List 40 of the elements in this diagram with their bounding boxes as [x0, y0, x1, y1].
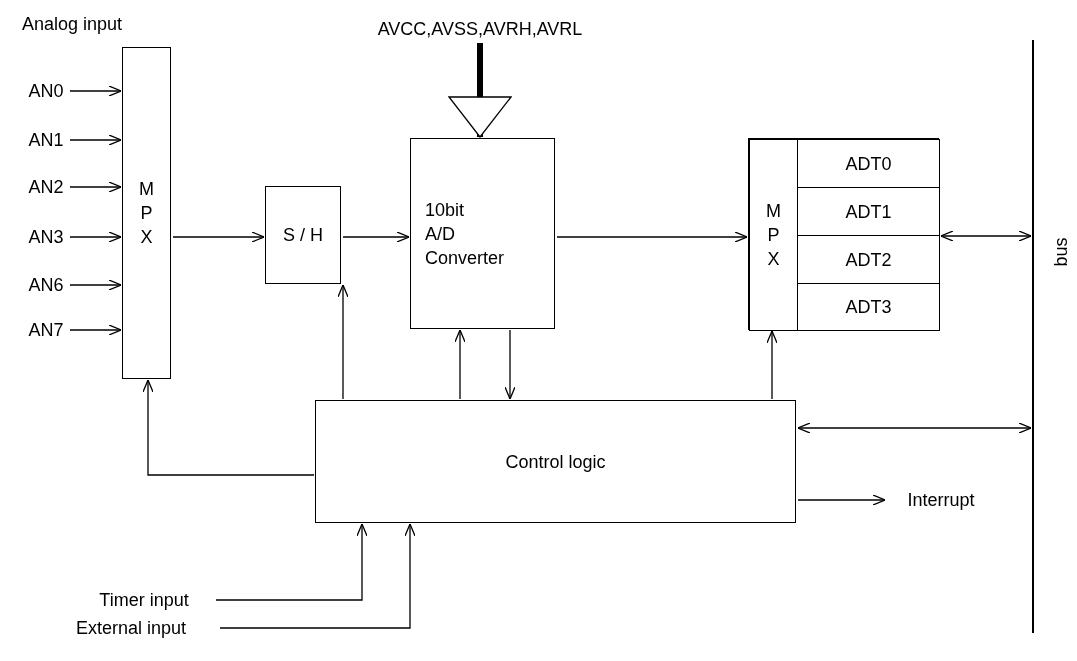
arrow: [342, 231, 410, 243]
input-label: AN3: [24, 226, 68, 248]
arrow: [454, 329, 466, 400]
arrow: [766, 330, 778, 400]
block-arrow: [448, 43, 512, 138]
arrow: [797, 422, 1032, 434]
supply-label: AVCC,AVSS,AVRH,AVRL: [330, 16, 630, 42]
sample-hold-box: S / H: [265, 186, 341, 284]
arrow: [69, 324, 122, 336]
arrow: [504, 329, 516, 400]
input-label: AN1: [24, 129, 68, 151]
register-box: ADT3: [797, 283, 940, 331]
signal-label: External input: [44, 616, 218, 640]
arrow: [556, 231, 748, 243]
bus-label: bus: [1049, 237, 1072, 267]
input-label: AN0: [24, 80, 68, 102]
arrow: [69, 181, 122, 193]
arrow: [172, 231, 265, 243]
arrow: [337, 284, 349, 400]
arrow: [69, 231, 122, 243]
signal-label: Timer input: [74, 588, 214, 612]
input-label: AN2: [24, 176, 68, 198]
arrow: [142, 379, 315, 476]
signal-label: Interrupt: [886, 488, 996, 512]
arrow: [69, 134, 122, 146]
arrow: [69, 85, 122, 97]
input-label: AN6: [24, 274, 68, 296]
input-label: AN7: [24, 319, 68, 341]
group-label: Analog input: [22, 14, 123, 35]
arrow: [797, 494, 886, 506]
arrow: [215, 523, 368, 601]
arrow: [69, 279, 122, 291]
arrow: [940, 230, 1032, 242]
control-logic-box: Control logic: [315, 400, 796, 523]
multiplexer-box: M P X: [749, 139, 798, 331]
arrow: [219, 523, 416, 629]
register-block: [748, 138, 939, 330]
multiplexer-box: M P X: [122, 47, 171, 379]
register-box: ADT0: [797, 139, 940, 188]
converter-box: 10bit A/D Converter: [410, 138, 555, 329]
